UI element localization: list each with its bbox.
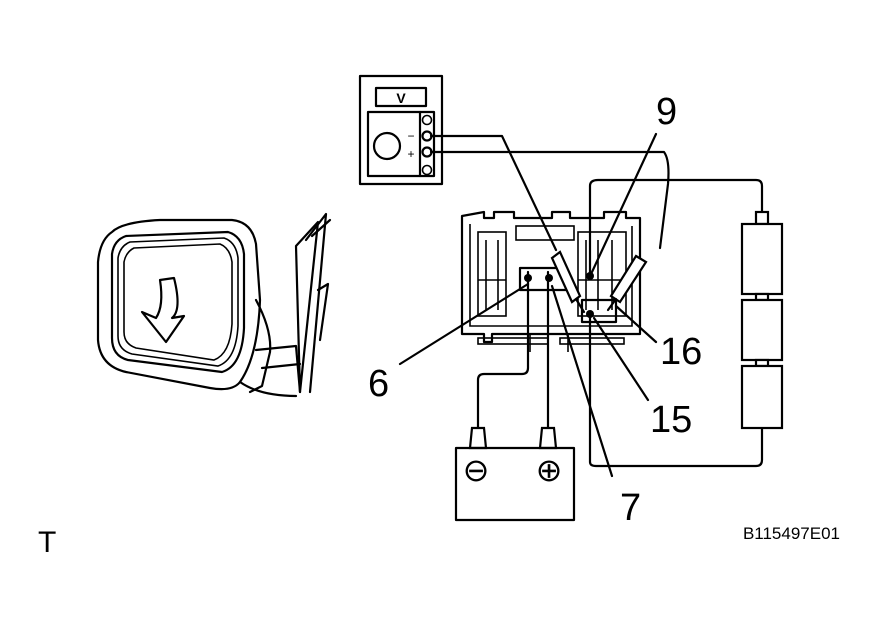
meter-mode-label: V [396, 90, 406, 106]
corner-mark: T [38, 526, 56, 559]
meter-plus-label: + [407, 147, 414, 161]
battery-positive-symbol: ⊕ [536, 452, 563, 488]
terminal-label-16: 16 [660, 331, 702, 373]
terminal-label-7: 7 [620, 487, 641, 529]
terminal-label-15: 15 [650, 399, 692, 441]
terminal-label-6: 6 [368, 363, 389, 405]
terminal-labels: 9 16 6 15 7 [368, 91, 702, 529]
terminal-label-9: 9 [656, 91, 677, 133]
battery-pack [588, 178, 784, 468]
test-probes [429, 134, 670, 314]
battery-negative-symbol: ⊖ [463, 452, 490, 488]
connector [460, 210, 642, 352]
terminal-leaders [398, 132, 658, 478]
side-mirror [96, 212, 332, 398]
figure-code: B115497E01 [743, 524, 840, 543]
battery: ⊖ ⊕ [454, 270, 576, 522]
meter-minus-label: − [407, 129, 414, 143]
voltmeter: V − + [358, 74, 444, 186]
